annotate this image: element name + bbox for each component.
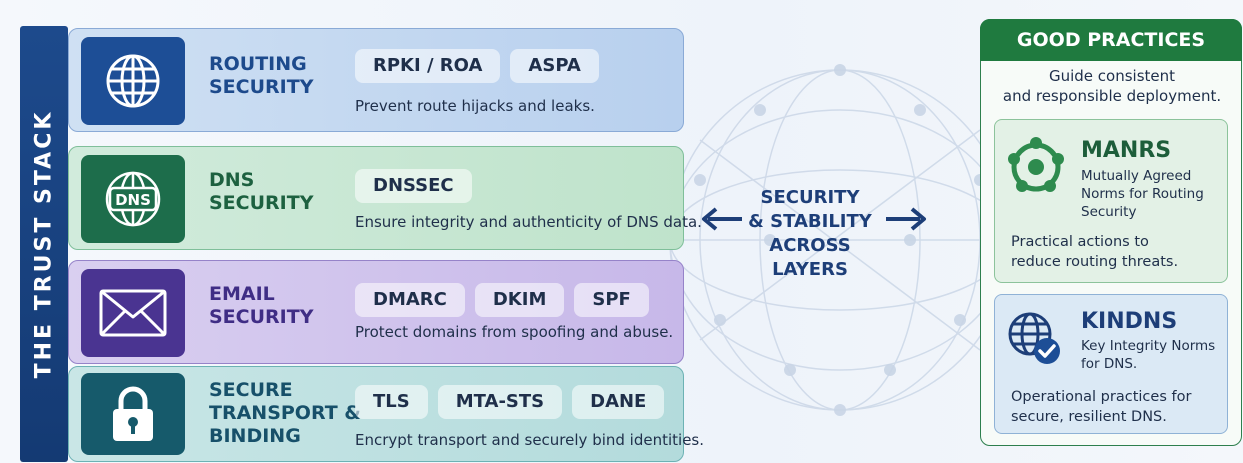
card-description: Operational practices for secure, resili…: [1011, 389, 1192, 425]
layer-email-security: EMAIL SECURITY DMARC DKIM SPF Protect do…: [68, 260, 684, 364]
chip-group: TLS MTA-STS DANE: [355, 385, 665, 419]
arrow-left-icon: [702, 207, 742, 231]
padlock-icon: [81, 373, 185, 455]
layer-description: Protect domains from spoofing and abuse.: [355, 323, 674, 341]
globe-grid-icon: [81, 37, 185, 125]
dns-icon-text: DNS: [115, 191, 151, 209]
card-kindns: KINDNS Key Integrity Norms for DNS. Oper…: [994, 294, 1228, 434]
chip-dkim: DKIM: [474, 283, 565, 317]
layer-description: Prevent route hijacks and leaks.: [355, 97, 595, 115]
chip-group: DMARC DKIM SPF: [355, 283, 649, 317]
chip-group: RPKI / ROA ASPA: [355, 49, 599, 83]
layer-title: DNS SECURITY: [209, 169, 314, 214]
card-expansion: Key Integrity Norms for DNS.: [1081, 338, 1216, 372]
trust-stack-title: THE TRUST STACK: [31, 109, 57, 379]
card-title: KINDNS: [1081, 309, 1178, 334]
center-label: SECURITY & STABILITY ACROSS LAYERS: [748, 187, 872, 280]
card-description: Practical actions to reduce routing thre…: [1011, 234, 1179, 270]
card-expansion: Mutually Agreed Norms for Routing Securi…: [1081, 168, 1204, 220]
layer-dns-security: DNS DNS SECURITY DNSSEC Ensure integrity…: [68, 146, 702, 250]
layer-title: EMAIL SECURITY: [209, 283, 314, 328]
chip-dmarc: DMARC: [355, 283, 465, 317]
layer-description: Ensure integrity and authenticity of DNS…: [355, 213, 702, 231]
layer-secure-transport: SECURE TRANSPORT & BINDING TLS MTA-STS D…: [68, 366, 704, 462]
arrow-right-icon: [886, 207, 926, 231]
chip-spf: SPF: [574, 283, 649, 317]
card-manrs: MANRS Mutually Agreed Norms for Routing …: [994, 119, 1228, 283]
good-practices-header: GOOD PRACTICES: [980, 19, 1242, 61]
layer-routing-security: ROUTING SECURITY RPKI / ROA ASPA Prevent…: [68, 28, 684, 132]
layer-title: SECURE TRANSPORT & BINDING: [209, 379, 361, 447]
chip-mta-sts: MTA-STS: [437, 385, 563, 419]
chip-rpki-roa: RPKI / ROA: [355, 49, 501, 83]
manrs-people-circle-icon: [1008, 137, 1064, 192]
trust-stack-bar: [20, 26, 68, 462]
chip-tls: TLS: [355, 385, 428, 419]
chip-dnssec: DNSSEC: [355, 169, 472, 203]
chip-aspa: ASPA: [510, 49, 599, 83]
chip-dane: DANE: [572, 385, 665, 419]
good-practices-panel: GOOD PRACTICES Guide consistent and resp…: [980, 19, 1242, 446]
good-practices-subtitle: Guide consistent and responsible deploym…: [1002, 67, 1222, 105]
card-title: MANRS: [1081, 138, 1172, 163]
layer-description: Encrypt transport and securely bind iden…: [355, 431, 705, 449]
layer-title: ROUTING SECURITY: [209, 53, 314, 98]
dns-globe-icon: DNS: [81, 155, 185, 243]
chip-group: DNSSEC: [355, 169, 472, 203]
globe-check-icon: [1008, 312, 1060, 364]
envelope-icon: [81, 269, 185, 357]
